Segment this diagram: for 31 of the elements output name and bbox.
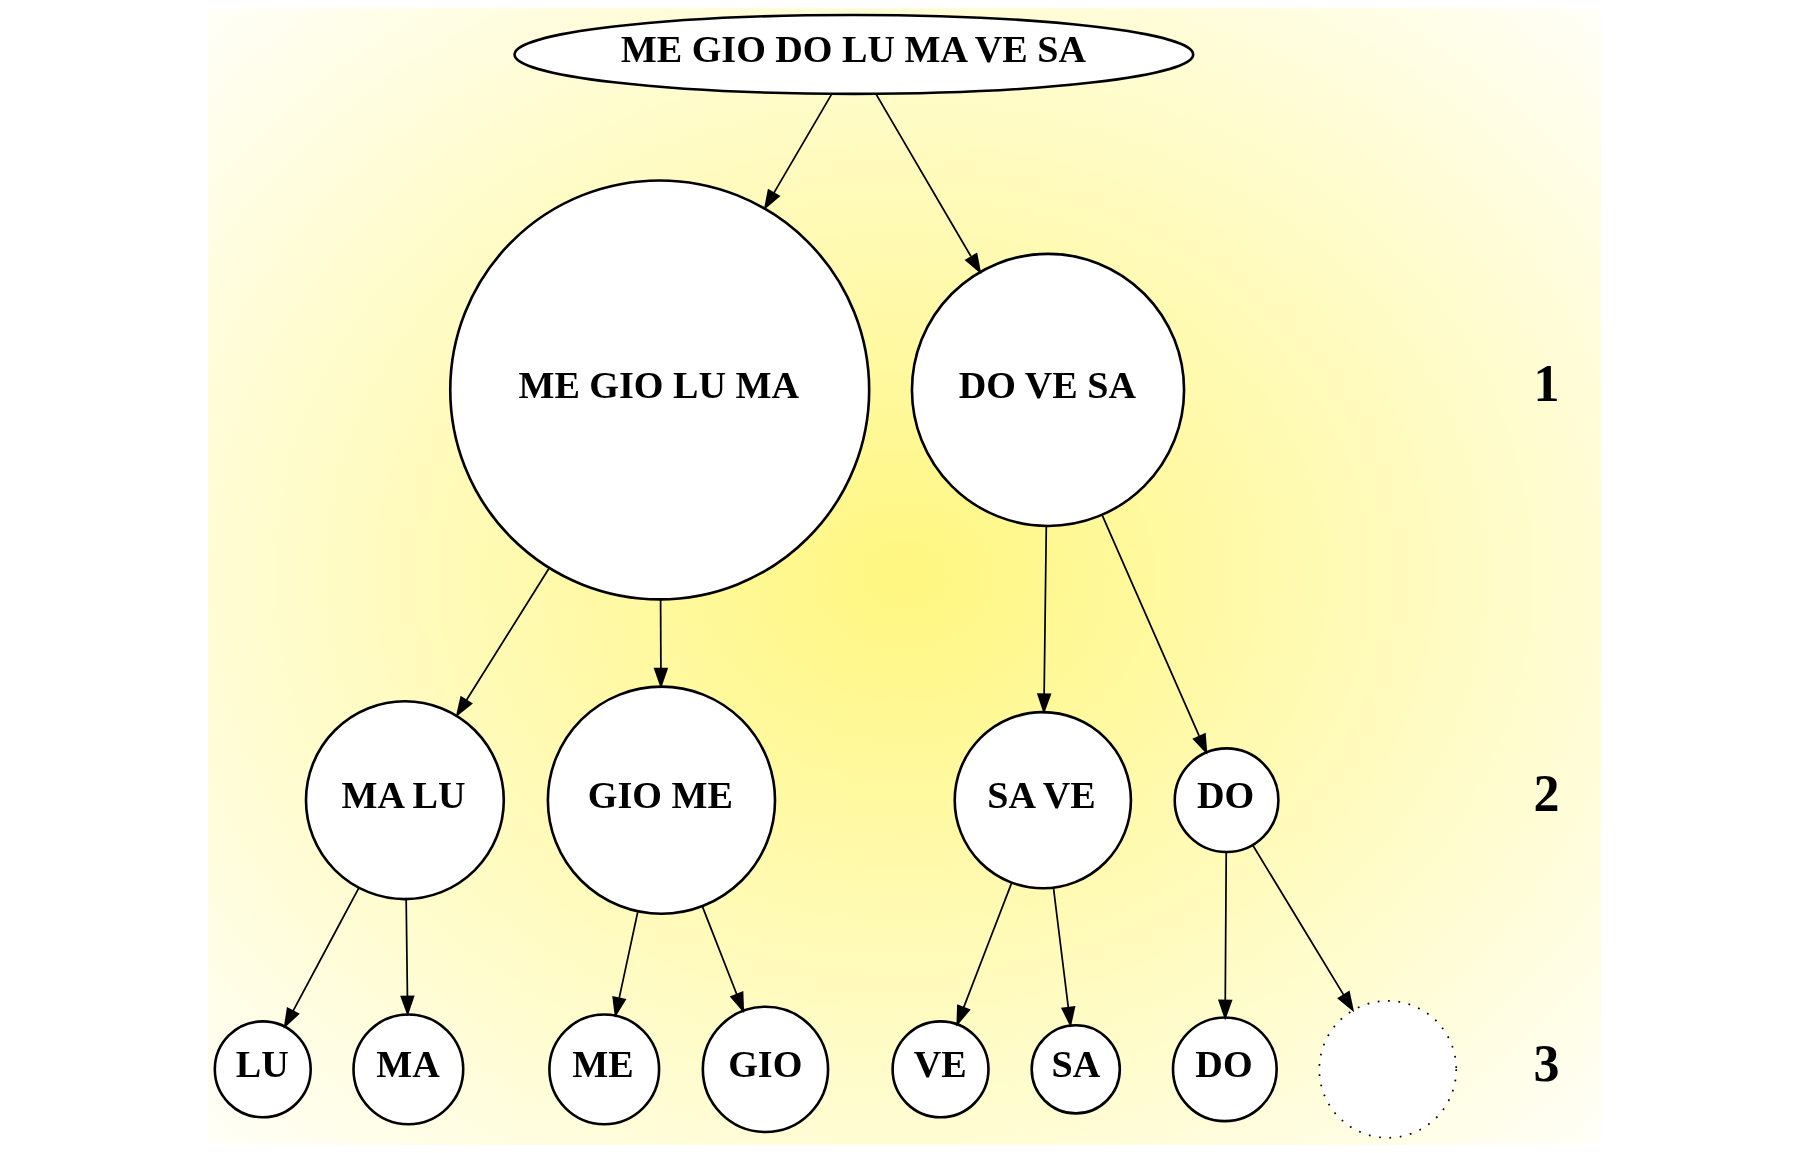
arrow (399, 899, 415, 1017)
arrow (763, 92, 833, 211)
label: 3 (1532, 1034, 1559, 1092)
node-circle: DO (1172, 747, 1280, 854)
node-circle: MA (351, 1013, 464, 1126)
arrow (653, 598, 668, 689)
arrow (955, 882, 1012, 1027)
arrow (1100, 513, 1207, 755)
arrow (1052, 887, 1075, 1028)
node-circle: LU (213, 1020, 312, 1119)
arrow (874, 92, 981, 275)
arrow (1217, 851, 1233, 1021)
arrow (455, 567, 550, 718)
node-circle: DO (1171, 1016, 1278, 1123)
node-ellipse: ME GIO DO LU MA VE SA (512, 13, 1194, 96)
node-circle: VE (890, 1020, 990, 1119)
arrow (1251, 844, 1354, 1013)
node-circle: SA (1029, 1024, 1121, 1115)
node-circle: ME GIO LU MA (448, 179, 870, 601)
node-circle: GIO ME (546, 685, 776, 916)
arrow (701, 906, 744, 1014)
arrow (283, 887, 360, 1029)
node-circle: ME (547, 1013, 660, 1126)
node-circle: SA VE (952, 710, 1132, 890)
node-circle (1317, 1000, 1457, 1139)
node-circle: GIO (701, 1005, 829, 1134)
arrow (1036, 525, 1051, 715)
arrow (611, 911, 639, 1018)
node-circle: MA LU (304, 700, 505, 901)
label: 2 (1532, 765, 1559, 823)
label: 1 (1532, 355, 1559, 413)
